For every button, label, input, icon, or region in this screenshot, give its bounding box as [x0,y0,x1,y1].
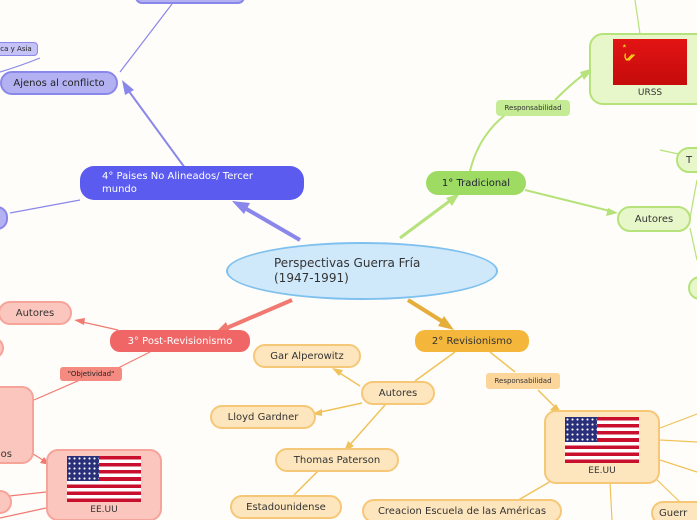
link-green-autores-up [689,179,697,219]
usa-flag-icon [67,456,141,502]
usa-flag-icon [565,417,639,463]
link-central-noalineados [241,205,302,242]
link-tradicional-responsabilidad [469,107,516,172]
no-alineados-node[interactable]: 4° Paises No Alineados/ Tercer mundo [80,166,304,200]
tradicional-responsabilidad-label[interactable]: Responsabilidad [496,100,570,116]
link-noalineados-left [9,199,81,214]
link-revisionismo-autores [414,351,456,382]
top-blue-partial-node[interactable] [135,0,245,4]
ussr-flag-icon [613,39,687,85]
link-central-postrevisionismo [221,298,293,332]
arrowhead-noalineados [232,201,250,214]
link-central-tradicional [399,195,456,240]
link-autores-thomas [346,404,386,449]
link-tradicional-autores [524,189,615,213]
revisionismo-responsabilidad-label[interactable]: Responsabilidad [486,373,560,389]
central-topic[interactable]: Perspectivas Guerra Fría (1947-1991) [226,242,498,300]
urss-card[interactable]: URSS [589,33,697,105]
link-eeuu-right2 [659,439,697,443]
link-autores-lloyd [315,402,363,414]
author-lloyd-gardner[interactable]: Lloyd Gardner [210,405,316,429]
link-eeuu-right1 [659,413,697,429]
estadounidense-node[interactable]: Estadounidense [230,495,342,519]
revisionismo-node[interactable]: 2° Revisionismo [415,330,529,352]
arrowhead-ajenos [122,80,134,95]
guerra-partial-node[interactable]: Guerr [651,501,697,520]
link-eeuu-bottom [609,481,613,520]
author-thomas-paterson[interactable]: Thomas Paterson [275,448,399,472]
link-eeuu-right3 [659,459,697,473]
arrowhead-revisionismo [438,316,454,330]
link-urss-top [634,0,641,35]
postrevisionismo-node[interactable]: 3° Post-Revisionismo [110,330,250,352]
central-topic-title: Perspectivas Guerra Fría (1947-1991) [274,256,421,285]
link-noalineados-ajenos [127,89,186,169]
link-eeuu-right4 [654,477,681,503]
arrowhead-red-autores [74,318,85,325]
eeuu-card-red[interactable]: EE.UU [46,449,162,520]
escuela-americas-node[interactable]: Creacion Escuela de las Américas [362,499,562,520]
link-post-objetividad [117,351,151,369]
eeuu-card-orange[interactable]: EE.UU [544,410,660,484]
link-green-autores-down [689,227,697,261]
link-ajenos-tiny [0,57,41,73]
green-autores-node[interactable]: Autores [617,206,691,232]
author-gar-alperowitz[interactable]: Gar Alperowitz [253,344,361,368]
link-objetividad-box [33,379,81,401]
eeuu-caption-orange: EE.UU [588,466,616,476]
arrowhead-tradicional [446,193,460,206]
tiny-label-africa-asia[interactable]: ca y Asia [0,42,38,56]
objetividad-label[interactable]: "Objetividad" [60,367,122,381]
urss-caption: URSS [637,88,663,98]
link-thomas-estadounidense [293,470,319,496]
no-alineados-label: 4° Paises No Alineados/ Tercer mundo [102,171,254,195]
link-box-left2 [0,507,47,519]
arrowhead-green-autores [606,208,618,216]
arrowhead-gar [332,368,343,376]
link-ajenos-top [119,3,173,73]
red-autores-node[interactable]: Autores [0,301,72,325]
eeuu-caption-red: EE.UU [90,505,118,515]
link-revisionismo-responsabilidad [489,351,516,373]
orange-autores-node[interactable]: Autores [361,381,435,405]
green-right-partial-node[interactable]: T [676,147,697,173]
link-post-autores [77,320,119,331]
red-large-partial-node[interactable]: los [0,386,34,464]
ajenos-conflicto-node[interactable]: Ajenos al conflicto [0,71,118,95]
tradicional-node[interactable]: 1° Tradicional [426,171,526,195]
